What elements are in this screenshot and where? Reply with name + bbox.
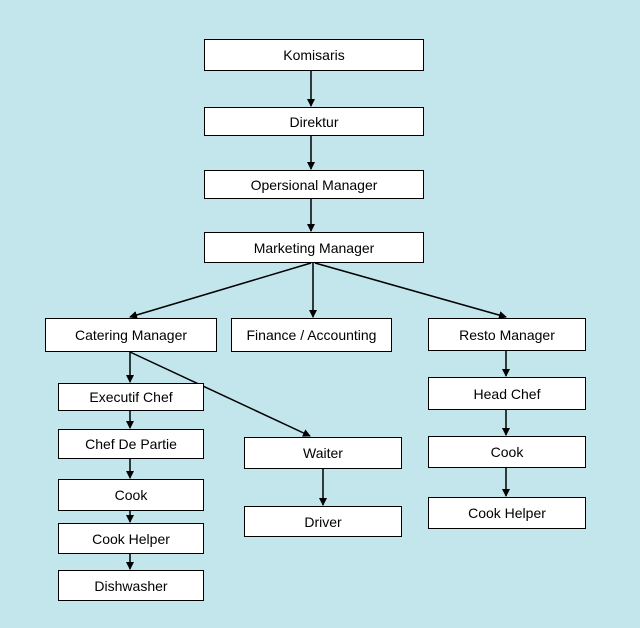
node-cook-helper-catering: Cook Helper bbox=[58, 523, 204, 554]
arrow-marketing-catering bbox=[129, 262, 312, 319]
node-komisaris: Komisaris bbox=[204, 39, 424, 71]
node-label: Head Chef bbox=[473, 385, 541, 402]
node-label: Chef De Partie bbox=[85, 436, 177, 452]
node-direktur: Direktur bbox=[204, 107, 424, 136]
node-resto-manager: Resto Manager bbox=[428, 318, 586, 351]
node-catering-manager: Catering Manager bbox=[45, 318, 217, 352]
node-cook-helper-resto: Cook Helper bbox=[428, 497, 586, 529]
node-label: Direktur bbox=[289, 113, 339, 130]
node-finance-accounting: Finance / Accounting bbox=[231, 318, 392, 352]
node-label: Dishwasher bbox=[94, 577, 168, 594]
node-label: Catering Manager bbox=[74, 327, 188, 343]
node-opersional-manager: Opersional Manager bbox=[204, 170, 424, 199]
node-label: Waiter bbox=[303, 445, 343, 461]
arrow-marketing-resto bbox=[314, 262, 507, 319]
node-label: Marketing Manager bbox=[253, 239, 375, 256]
node-head-chef: Head Chef bbox=[428, 377, 586, 410]
node-dishwasher: Dishwasher bbox=[58, 570, 204, 601]
node-label: Finance / Accounting bbox=[246, 327, 377, 343]
node-label: Opersional Manager bbox=[250, 176, 378, 193]
node-label: Executif Chef bbox=[89, 389, 173, 405]
node-label: Komisaris bbox=[283, 47, 345, 63]
node-executif-chef: Executif Chef bbox=[58, 383, 204, 411]
node-label: Cook bbox=[490, 444, 524, 460]
node-label: Cook bbox=[114, 487, 148, 503]
node-cook-catering: Cook bbox=[58, 479, 204, 511]
node-label: Cook Helper bbox=[92, 530, 170, 547]
node-marketing-manager: Marketing Manager bbox=[204, 232, 424, 263]
node-waiter: Waiter bbox=[244, 437, 402, 469]
node-driver: Driver bbox=[244, 506, 402, 537]
node-label: Resto Manager bbox=[459, 326, 555, 343]
node-label: Driver bbox=[304, 513, 342, 530]
node-chef-de-partie: Chef De Partie bbox=[58, 429, 204, 459]
node-label: Cook Helper bbox=[468, 505, 546, 521]
node-cook-resto: Cook bbox=[428, 436, 586, 468]
arrow-catering-waiter bbox=[129, 351, 311, 437]
